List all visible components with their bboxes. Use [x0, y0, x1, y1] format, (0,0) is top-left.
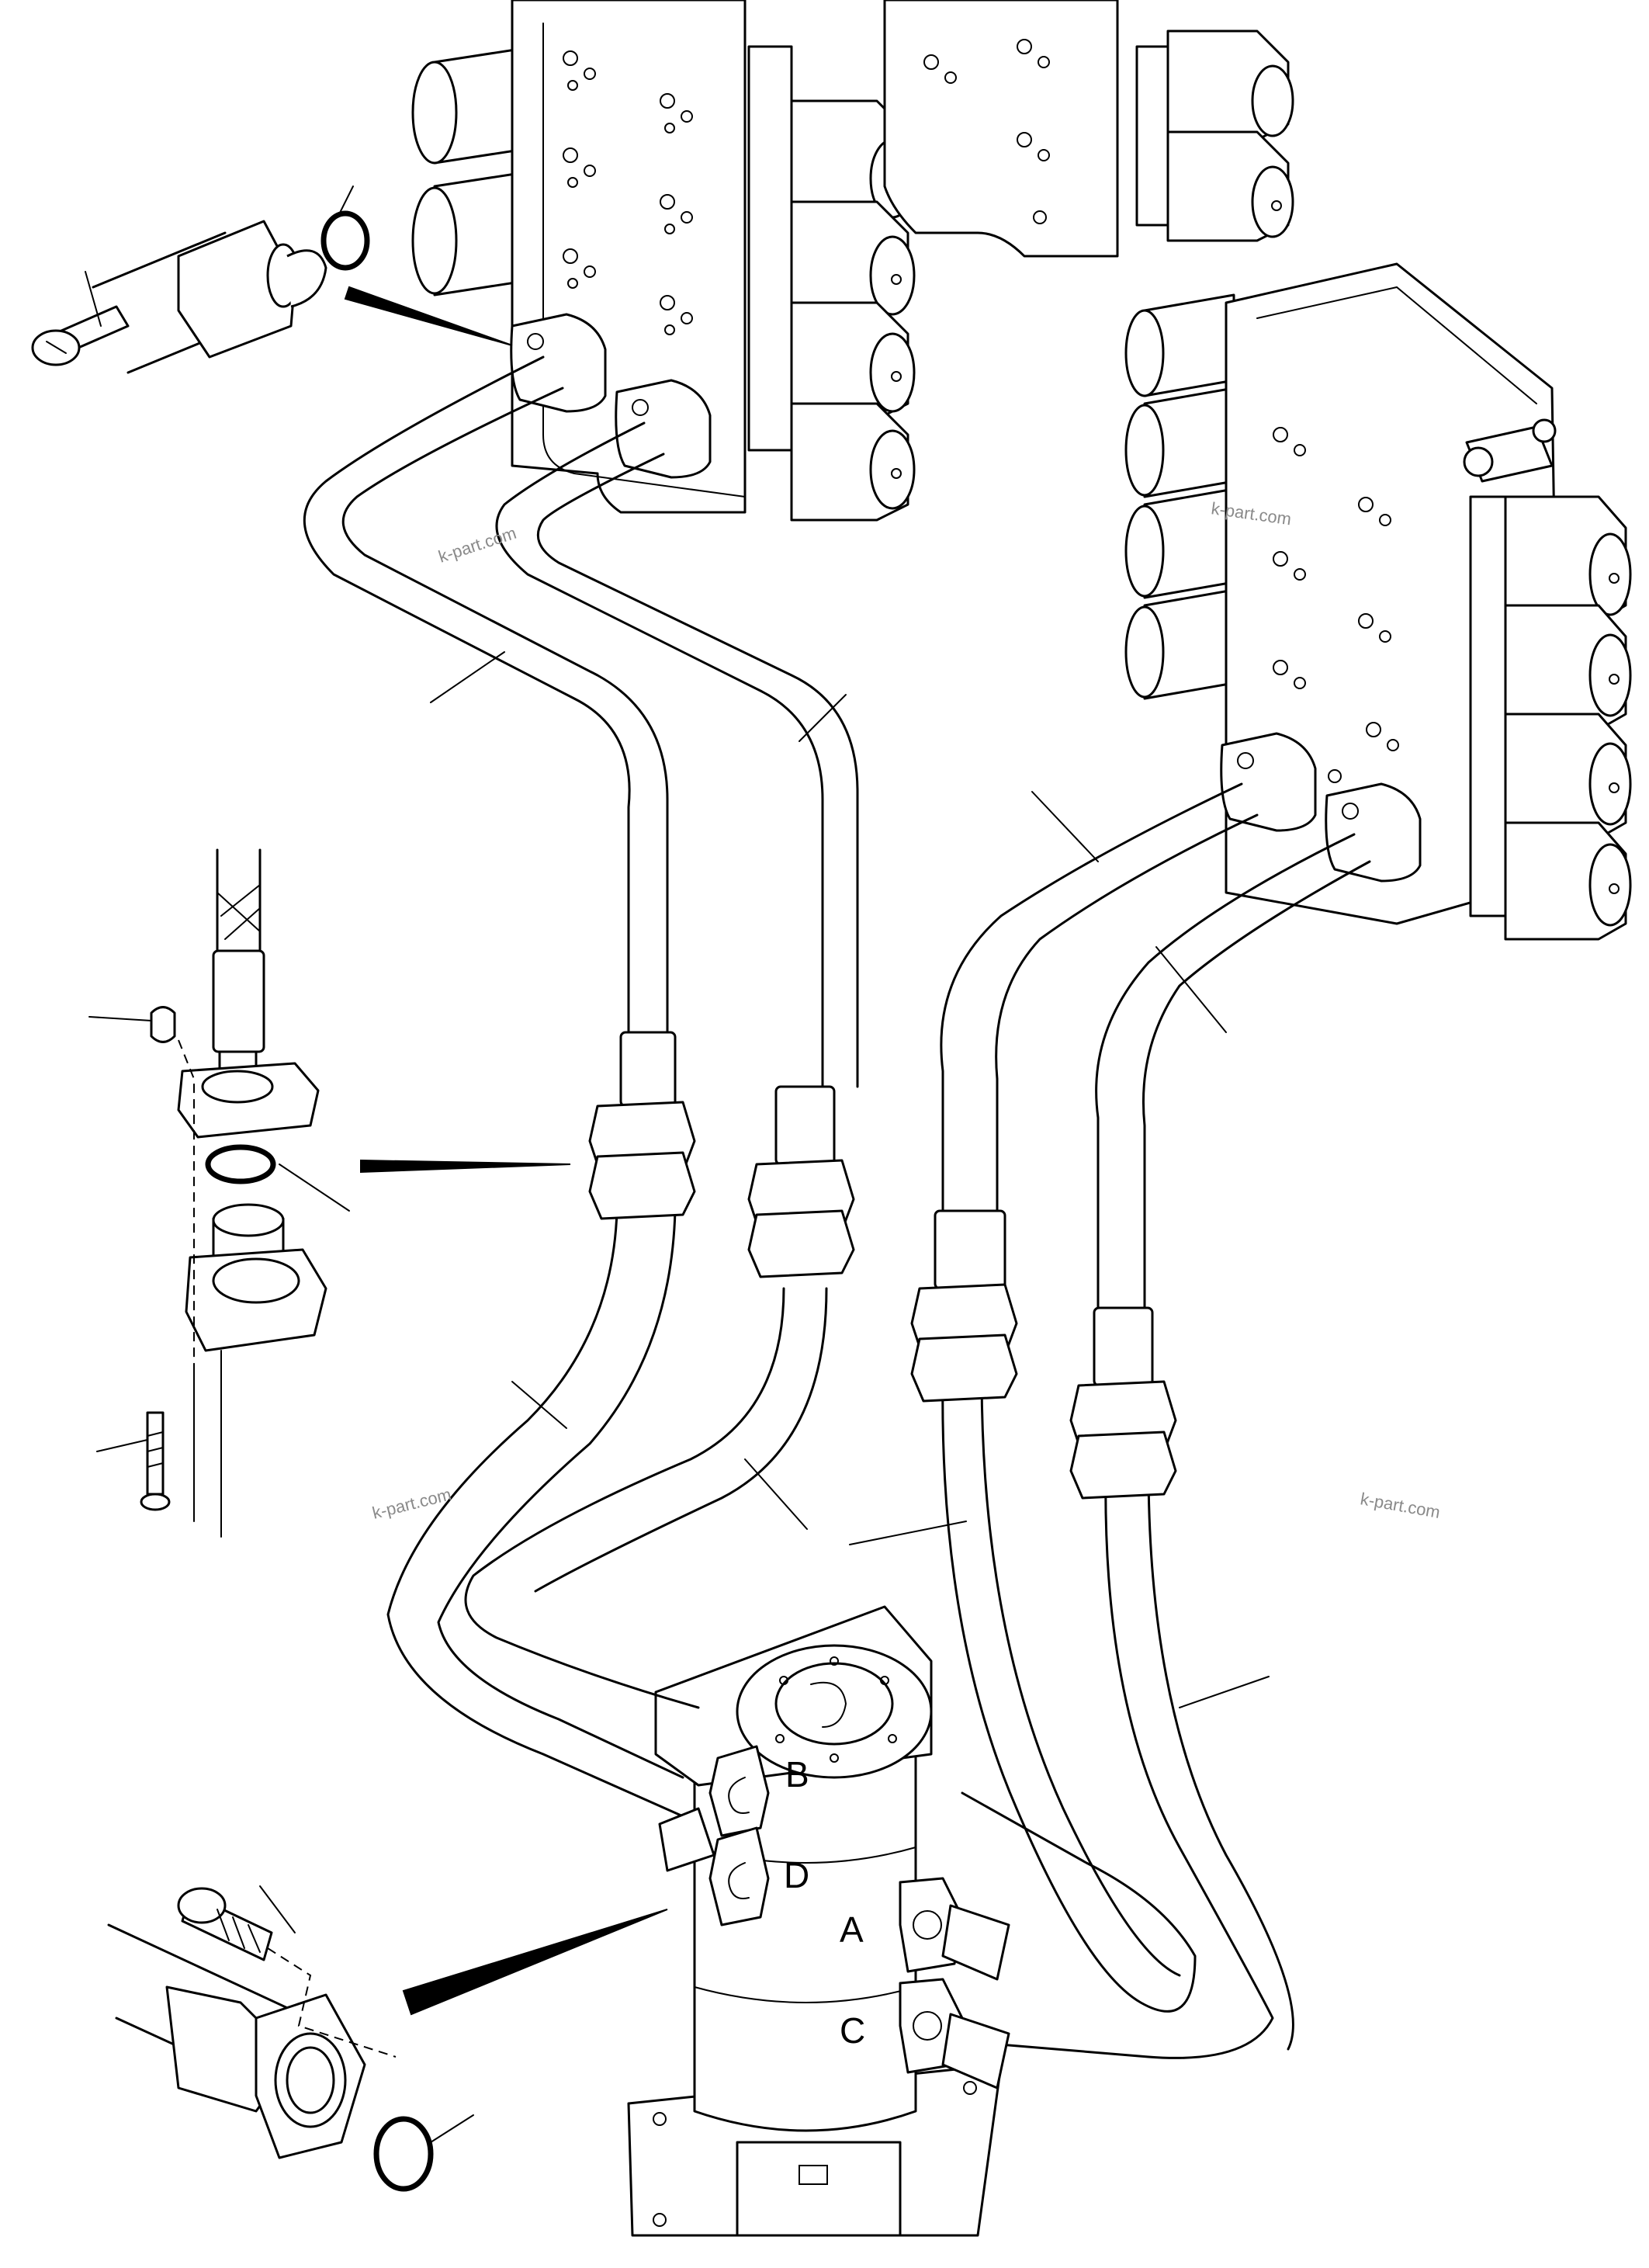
rear-solenoid-cylinders [411, 45, 537, 297]
pointer-arrow-bottom [402, 1909, 668, 2016]
detail-fitting-middle [88, 848, 571, 1538]
right-valve-assembly [1124, 262, 1632, 941]
watermark-4: k-part.com [1359, 1489, 1442, 1522]
detail-fitting-top [31, 186, 513, 374]
port-label-c: C [840, 2010, 865, 2051]
o-ring-middle [205, 1144, 276, 1184]
solenoid-stack-left [747, 45, 916, 522]
right-rear-cylinders [1124, 293, 1235, 700]
solenoid-stack-right [1463, 418, 1632, 941]
leader-lines [430, 651, 1270, 1708]
port-label-d: D [784, 1855, 809, 1895]
swivel-joint [627, 1605, 1003, 2237]
upper-valve-port-flanges [510, 313, 712, 479]
split-flange-clamps [588, 1101, 1177, 1500]
watermark-3: k-part.com [370, 1484, 453, 1522]
o-ring-bottom [373, 2116, 434, 2192]
port-flange-b [708, 1745, 770, 1837]
pointer-arrow-top [344, 286, 513, 346]
port-label-a: A [840, 1909, 864, 1950]
port-flange-d [708, 1826, 770, 1926]
port-labels: B D A C [784, 1754, 865, 2051]
valve-body-center [883, 0, 1119, 258]
hose-lines [303, 355, 1371, 2089]
upper-valve-assembly [411, 0, 1294, 522]
detail-fitting-bottom [107, 1885, 668, 2192]
o-ring-top [320, 210, 370, 271]
pointer-arrow-middle [360, 1159, 571, 1174]
right-valve-port-flanges [1220, 732, 1422, 883]
port-label-b: B [785, 1754, 809, 1795]
right-bolt-hole-pattern [1273, 427, 1399, 783]
solenoid-stack-top-right [1135, 29, 1294, 242]
watermark-1: k-part.com [436, 523, 519, 567]
